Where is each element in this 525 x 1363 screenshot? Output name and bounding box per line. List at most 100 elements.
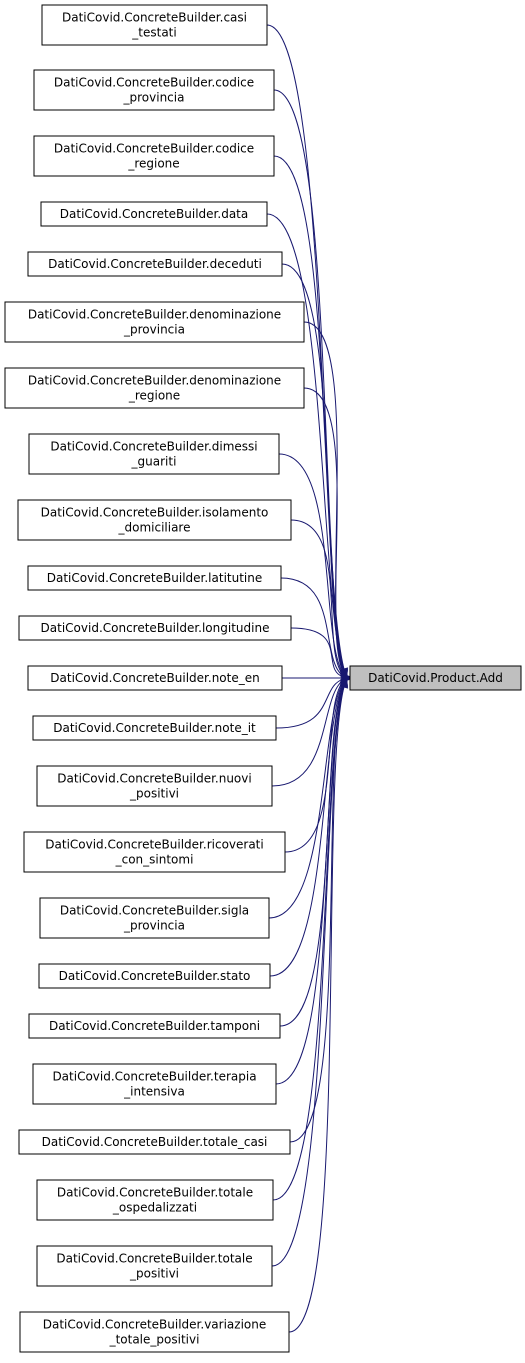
node-stato-box [38, 963, 271, 989]
node-denominazione-provincia-label: DatiCovid.ConcreteBuilder.denominazione [28, 308, 281, 322]
edge-variazione_totale_positivi [288, 680, 349, 1333]
node-denominazione-provincia-label: _provincia [123, 323, 185, 337]
edge-line [288, 686, 345, 1333]
edge-line [268, 680, 345, 919]
node-ricoverati-con-sintomi[interactable]: DatiCovid.ConcreteBuilder.ricoverati_con… [23, 831, 286, 873]
edge-line [271, 679, 345, 787]
node-totale-casi[interactable]: DatiCovid.ConcreteBuilder.totale_casi [18, 1129, 291, 1155]
node-totale-positivi[interactable]: DatiCovid.ConcreteBuilder.totale_positiv… [36, 1245, 273, 1287]
edge-line [303, 321, 345, 674]
node-codice-regione-label: DatiCovid.ConcreteBuilder.codice [54, 142, 254, 156]
node-sigla-provincia[interactable]: DatiCovid.ConcreteBuilder.sigla_provinci… [39, 897, 270, 939]
node-terapia-intensiva-label: DatiCovid.ConcreteBuilder.terapia [52, 1070, 256, 1084]
node-totale-ospedalizzati-box [36, 1179, 274, 1221]
node-codice-provincia-label: DatiCovid.ConcreteBuilder.codice [54, 76, 254, 90]
nodes-layer: DatiCovid.ConcreteBuilder.casi_testatiDa… [4, 4, 522, 1353]
edge-line [290, 627, 345, 678]
node-denominazione-regione[interactable]: DatiCovid.ConcreteBuilder.denominazione_… [4, 367, 305, 409]
node-product-add[interactable]: DatiCovid.Product.Add [349, 665, 522, 691]
node-note-it[interactable]: DatiCovid.ConcreteBuilder.note_it [32, 715, 277, 741]
node-totale-ospedalizzati-label: _ospedalizzati [112, 1201, 197, 1215]
edge-totale_casi [289, 677, 348, 1143]
edge-totale_positivi [271, 679, 349, 1267]
node-stato-label: DatiCovid.ConcreteBuilder.stato [59, 969, 251, 983]
node-totale-casi-box [18, 1129, 291, 1155]
node-codice-regione-box [33, 135, 275, 177]
node-casi-testati-label: _testati [131, 26, 176, 40]
node-product-add-box [349, 665, 522, 691]
node-data-box [40, 201, 268, 227]
node-terapia-intensiva-box [32, 1063, 277, 1105]
edge-line [278, 453, 345, 676]
node-sigla-provincia-label: _provincia [123, 919, 185, 933]
node-deceduti-label: DatiCovid.ConcreteBuilder.deceduti [48, 257, 262, 271]
node-sigla-provincia-label: DatiCovid.ConcreteBuilder.sigla [60, 904, 249, 918]
node-ricoverati-con-sintomi-box [23, 831, 286, 873]
node-deceduti[interactable]: DatiCovid.ConcreteBuilder.deceduti [27, 251, 283, 277]
node-terapia-intensiva-label: _intensiva [123, 1085, 185, 1099]
arrowhead [339, 680, 349, 689]
node-denominazione-provincia[interactable]: DatiCovid.ConcreteBuilder.denominazione_… [4, 301, 305, 343]
node-ricoverati-con-sintomi-label: _con_sintomi [115, 853, 194, 867]
node-note-it-label: DatiCovid.ConcreteBuilder.note_it [53, 721, 256, 735]
node-codice-regione[interactable]: DatiCovid.ConcreteBuilder.codice_regione [33, 135, 275, 177]
edge-line [272, 685, 345, 1201]
node-variazione-totale-positivi-label: DatiCovid.ConcreteBuilder.variazione [43, 1318, 266, 1332]
node-denominazione-regione-box [4, 367, 305, 409]
edge-line [269, 681, 345, 977]
node-totale-positivi-label: _positivi [129, 1267, 179, 1281]
node-isolamento-domiciliare-label: _domiciliare [118, 521, 191, 535]
node-latitutine-label: DatiCovid.ConcreteBuilder.latitutine [47, 571, 263, 585]
edges-layer [266, 24, 351, 1333]
edge-line [303, 387, 345, 675]
node-nuovi-positivi-box [36, 765, 273, 807]
node-casi-testati[interactable]: DatiCovid.ConcreteBuilder.casi_testati [41, 4, 268, 46]
node-nuovi-positivi-label: DatiCovid.ConcreteBuilder.nuovi [57, 772, 251, 786]
node-note-it-box [32, 715, 277, 741]
edge-line [275, 683, 345, 1085]
edge-line [273, 155, 345, 671]
node-isolamento-domiciliare-box [17, 499, 292, 541]
edge-line [271, 686, 345, 1267]
node-deceduti-box [27, 251, 283, 277]
node-dimessi-guariti-label: _guariti [131, 455, 177, 469]
node-totale-ospedalizzati-label: DatiCovid.ConcreteBuilder.totale [57, 1186, 253, 1200]
node-tamponi-box [28, 1013, 281, 1039]
node-terapia-intensiva[interactable]: DatiCovid.ConcreteBuilder.terapia_intens… [32, 1063, 277, 1105]
node-nuovi-positivi[interactable]: DatiCovid.ConcreteBuilder.nuovi_positivi [36, 765, 273, 807]
node-codice-provincia-label: _provincia [123, 91, 185, 105]
node-denominazione-regione-label: DatiCovid.ConcreteBuilder.denominazione [28, 374, 281, 388]
node-sigla-provincia-box [39, 897, 270, 939]
edge-line [275, 678, 345, 729]
node-dimessi-guariti[interactable]: DatiCovid.ConcreteBuilder.dimessi_guarit… [28, 433, 280, 475]
node-longitudine[interactable]: DatiCovid.ConcreteBuilder.longitudine [18, 615, 292, 641]
node-denominazione-provincia-box [4, 301, 305, 343]
node-latitutine[interactable]: DatiCovid.ConcreteBuilder.latitutine [27, 565, 282, 591]
edge-line [290, 519, 345, 676]
node-totale-positivi-label: DatiCovid.ConcreteBuilder.totale [56, 1252, 252, 1266]
node-note-en-box [27, 665, 283, 691]
node-product-add-label: DatiCovid.Product.Add [368, 671, 503, 685]
node-note-en[interactable]: DatiCovid.ConcreteBuilder.note_en [27, 665, 283, 691]
node-codice-provincia[interactable]: DatiCovid.ConcreteBuilder.codice_provinc… [33, 69, 275, 111]
node-variazione-totale-positivi[interactable]: DatiCovid.ConcreteBuilder.variazione_tot… [19, 1311, 290, 1353]
node-denominazione-regione-label: _regione [128, 389, 180, 403]
node-data[interactable]: DatiCovid.ConcreteBuilder.data [40, 201, 268, 227]
node-totale-positivi-box [36, 1245, 273, 1287]
edge-terapia_intensiva [275, 677, 348, 1085]
node-dimessi-guariti-box [28, 433, 280, 475]
node-stato[interactable]: DatiCovid.ConcreteBuilder.stato [38, 963, 271, 989]
node-totale-casi-label: DatiCovid.ConcreteBuilder.totale_casi [42, 1135, 268, 1149]
edge-sigla_provincia [268, 675, 349, 919]
node-codice-provincia-box [33, 69, 275, 111]
node-longitudine-label: DatiCovid.ConcreteBuilder.longitudine [41, 621, 270, 635]
node-isolamento-domiciliare[interactable]: DatiCovid.ConcreteBuilder.isolamento_dom… [17, 499, 292, 541]
node-tamponi[interactable]: DatiCovid.ConcreteBuilder.tamponi [28, 1013, 281, 1039]
node-ricoverati-con-sintomi-label: DatiCovid.ConcreteBuilder.ricoverati [45, 838, 263, 852]
node-latitutine-box [27, 565, 282, 591]
node-variazione-totale-positivi-label: _totale_positivi [109, 1333, 200, 1347]
node-codice-regione-label: _regione [127, 157, 179, 171]
edge-line [280, 577, 345, 677]
node-totale-ospedalizzati[interactable]: DatiCovid.ConcreteBuilder.totale_ospedal… [36, 1179, 274, 1221]
